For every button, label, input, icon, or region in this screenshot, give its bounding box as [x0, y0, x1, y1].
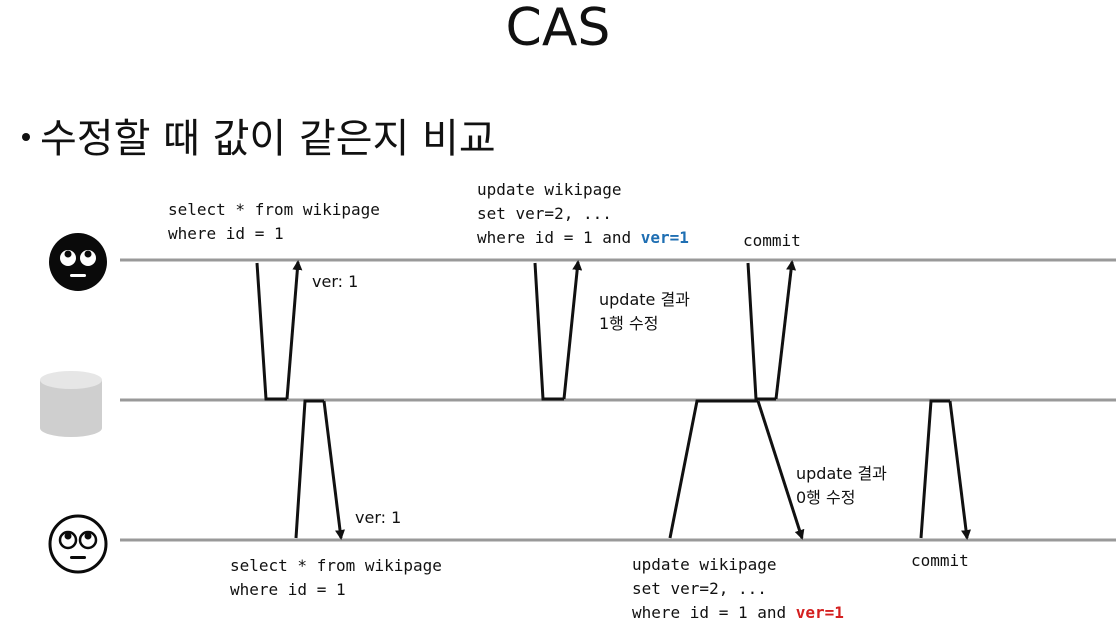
user1-commit-trip [746, 260, 797, 401]
user2-select-query: select * from wikipage where id = 1 [230, 554, 442, 602]
user1-update-line2: set ver=2, ... [477, 204, 612, 223]
user1-select-trip [255, 260, 303, 401]
user1-select-line2: where id = 1 [168, 224, 284, 243]
update-result-user2-line1: update 결과 [796, 464, 887, 483]
bullet-point: 수정할 때 값이 같은지 비교 [22, 106, 496, 164]
update-result-user1: update 결과 1행 수정 [599, 288, 690, 336]
user1-version-response: ver: 1 [312, 272, 359, 291]
user1-update-trip [533, 260, 583, 401]
user1-update-line1: update wikipage [477, 180, 622, 199]
user2-select-trip [294, 399, 345, 540]
user1-select-line1: select * from wikipage [168, 200, 380, 219]
user2-select-line2: where id = 1 [230, 580, 346, 599]
user1-update-query: update wikipage set ver=2, ... where id = … [477, 178, 689, 250]
user1-commit-label: commit [743, 231, 801, 250]
rolling-eyes-face-dark-icon [49, 233, 107, 291]
user2-select-line1: select * from wikipage [230, 556, 442, 575]
user2-version-response: ver: 1 [355, 508, 402, 527]
user2-update-line3: where id = 1 and ver=1 [632, 601, 844, 625]
bullet-dot [22, 133, 30, 141]
rolling-eyes-face-light-icon [48, 514, 108, 574]
user2-update-line3-prefix: where id = 1 and [632, 603, 796, 622]
user2-version-condition: ver=1 [795, 603, 844, 622]
user2-commit-trip [919, 399, 971, 540]
bullet-text: 수정할 때 값이 같은지 비교 [40, 116, 496, 162]
database-cylinder-icon [40, 371, 102, 437]
user2-update-line1: update wikipage [632, 555, 777, 574]
update-result-user2-line2: 0행 수정 [796, 488, 856, 507]
user1-version-condition: ver=1 [640, 228, 689, 247]
user1-select-query: select * from wikipage where id = 1 [168, 198, 380, 246]
update-result-user1-line2: 1행 수정 [599, 314, 659, 333]
slide-title: CAS [505, 0, 611, 58]
user1-update-line3: where id = 1 and ver=1 [477, 226, 689, 250]
user2-update-line2: set ver=2, ... [632, 579, 767, 598]
user2-commit-label: commit [911, 551, 969, 570]
user2-update-trip [668, 399, 805, 540]
user2-update-query: update wikipage set ver=2, ... where id = … [632, 553, 844, 625]
user1-update-line3-prefix: where id = 1 and [477, 228, 641, 247]
update-result-user1-line1: update 결과 [599, 290, 690, 309]
update-result-user2: update 결과 0행 수정 [796, 462, 887, 510]
